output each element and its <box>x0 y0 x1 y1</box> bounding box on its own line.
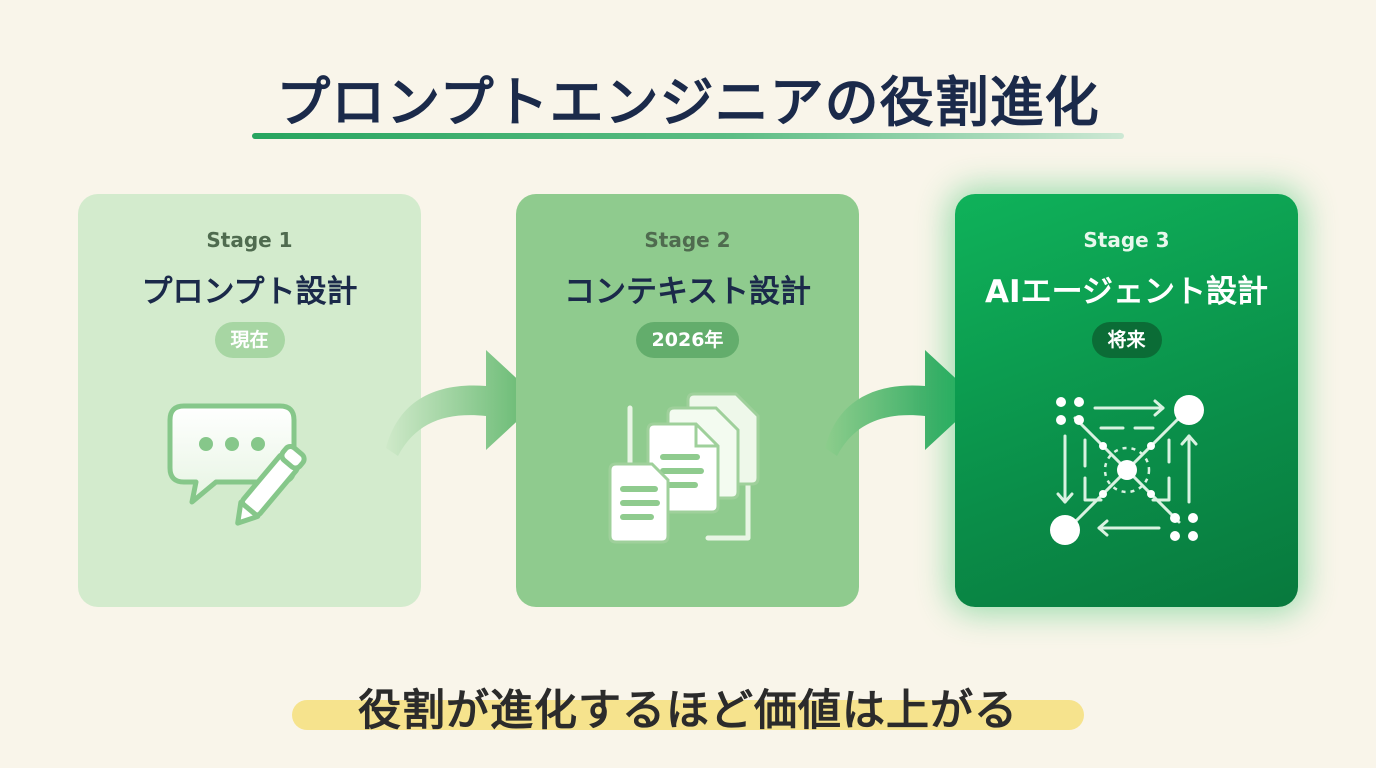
stage-title: コンテキスト設計 <box>563 274 812 310</box>
footer-message: 役割が進化するほど価値は上がる <box>358 686 1018 736</box>
stage-1-card: Stage 1 プロンプト設計 現在 <box>78 194 421 607</box>
page-title: プロンプトエンジニアの役割進化 <box>276 71 1100 134</box>
stage-badge: 2026年 <box>635 322 740 358</box>
stage-label: Stage 1 <box>206 228 293 252</box>
agent-network-icon <box>1045 388 1209 556</box>
stage-2-card: Stage 2 コンテキスト設計 2026年 <box>516 194 859 607</box>
stage-label: Stage 3 <box>1083 228 1170 252</box>
stage-3-card: Stage 3 AIエージェント設計 将来 <box>955 194 1298 607</box>
stage-title: プロンプト設計 <box>141 274 358 310</box>
arrow-right-icon <box>376 330 546 474</box>
stage-label: Stage 2 <box>644 228 731 252</box>
stage-badge: 将来 <box>1091 322 1162 358</box>
footer-highlight <box>292 700 1084 730</box>
title-underline <box>252 133 1124 139</box>
arrow-right-icon <box>815 330 985 474</box>
documents-icon <box>608 388 768 552</box>
chat-pencil-icon <box>166 398 336 542</box>
stage-title: AIエージェント設計 <box>985 274 1268 310</box>
stage-badge: 現在 <box>214 322 285 358</box>
